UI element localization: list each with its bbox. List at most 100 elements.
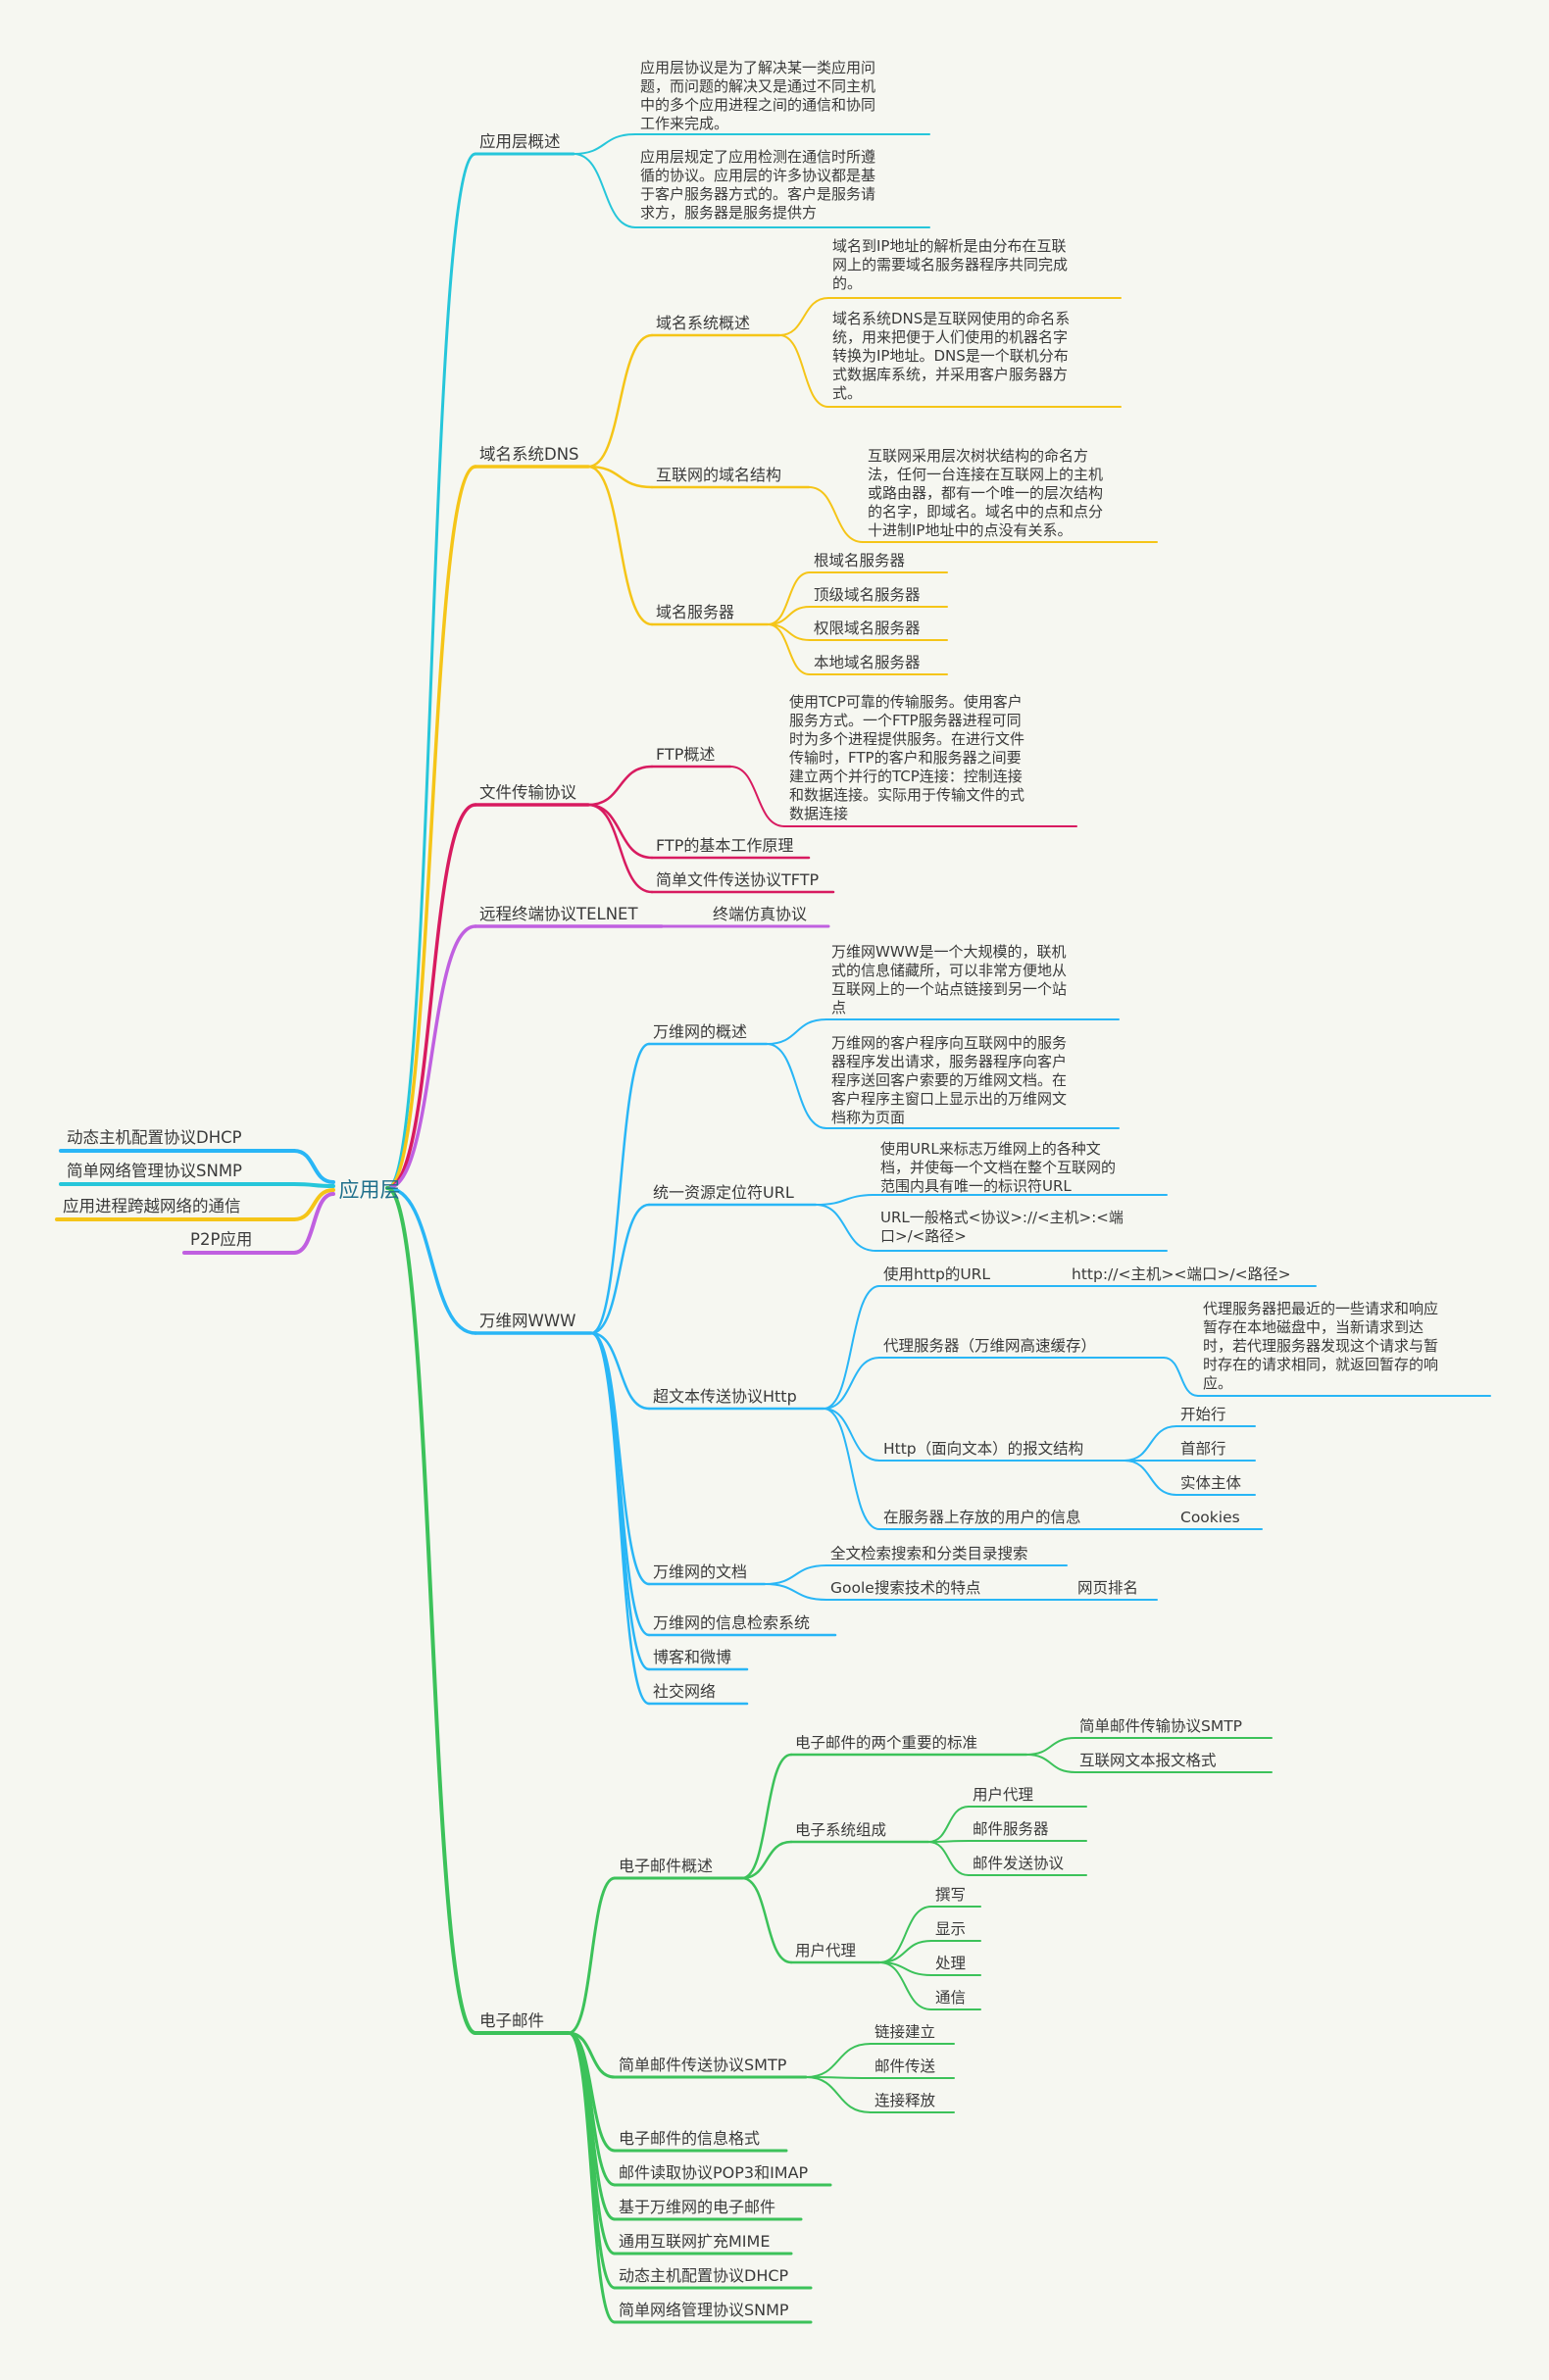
branch-edge bbox=[878, 1906, 932, 1963]
branch-edge bbox=[586, 333, 654, 469]
branch-edge bbox=[764, 1583, 827, 1601]
branch-edge bbox=[740, 1876, 793, 1964]
http-url: 使用http的URL bbox=[883, 1265, 990, 1283]
email-smtp-item-2: 邮件传送 bbox=[874, 2058, 936, 2075]
branch-overview: 应用层概述 bbox=[479, 132, 561, 151]
email-agent-item-2: 显示 bbox=[935, 1920, 966, 1938]
branch-edge bbox=[385, 803, 477, 1190]
branch-edge bbox=[740, 1840, 793, 1880]
dns-structure: 互联网的域名结构 bbox=[656, 466, 781, 484]
branch-edge bbox=[823, 1408, 880, 1462]
email-agent: 用户代理 bbox=[795, 1942, 856, 1959]
dns-server-2: 顶级域名服务器 bbox=[814, 586, 921, 604]
branch-edge bbox=[823, 1285, 880, 1410]
email-other-3: 基于万维网的电子邮件 bbox=[619, 2198, 775, 2216]
telnet-child: 终端仿真协议 bbox=[713, 905, 807, 923]
branch-edge bbox=[878, 1961, 932, 2010]
ftp-overview: FTP概述 bbox=[656, 745, 715, 764]
branch-edge bbox=[729, 766, 785, 827]
ftp-overview-note: 使用TCP可靠的传输服务。使用客户服务方式。一个FTP服务器进程可同时为多个进程… bbox=[789, 693, 1024, 822]
www-blog: 博客和微博 bbox=[653, 1648, 731, 1666]
branch-edge bbox=[766, 1018, 827, 1045]
http-proxy-note: 代理服务器把最近的一些请求和响应暂存在本地磁盘中，当新请求到达时，若代理服务器发… bbox=[1203, 1300, 1438, 1392]
dns-server-3: 权限域名服务器 bbox=[814, 620, 921, 637]
branch-edge bbox=[766, 1043, 827, 1129]
www-url-note-2: URL一般格式<协议>://<主机>:<端口>/<路径> bbox=[880, 1209, 1124, 1245]
branch-edge bbox=[805, 2076, 872, 2113]
overview-note-2: 应用层规定了应用检测在通信时所遵循的协议。应用层的许多协议都是基于客户服务器方式… bbox=[640, 148, 875, 222]
email-smtp-item-1: 链接建立 bbox=[874, 2023, 935, 2041]
branch-edge bbox=[292, 1182, 335, 1188]
www-overview: 万维网的概述 bbox=[653, 1022, 747, 1041]
email-other-1: 电子邮件的信息格式 bbox=[619, 2129, 760, 2148]
branch-edge bbox=[1025, 1737, 1076, 1756]
branch-edge bbox=[292, 1188, 335, 1221]
branch-edge bbox=[815, 1204, 876, 1252]
branch-email: 电子邮件 bbox=[479, 2011, 544, 2030]
dns-overview-note-2: 域名系统DNS是互联网使用的命名系统，用来把便于人们使用的机器名字转换为IP地址… bbox=[832, 310, 1070, 402]
branch-edge bbox=[586, 465, 654, 626]
branch-edge bbox=[567, 1876, 617, 2035]
email-component-3: 邮件发送协议 bbox=[973, 1855, 1065, 1872]
email-agent-item-1: 撰写 bbox=[935, 1886, 966, 1904]
email-overview: 电子邮件概述 bbox=[619, 1857, 713, 1875]
left-branch-3: 应用进程跨越网络的通信 bbox=[63, 1197, 241, 1215]
email-standards: 电子邮件的两个重要的标准 bbox=[795, 1734, 977, 1752]
branch-edge bbox=[1124, 1460, 1177, 1496]
ftp-basic: FTP的基本工作原理 bbox=[656, 836, 793, 855]
www-docs-search: 全文检索搜索和分类目录搜索 bbox=[830, 1545, 1028, 1562]
dns-server-4: 本地域名服务器 bbox=[814, 654, 921, 671]
branch-edge bbox=[927, 1841, 970, 1876]
root-node: 应用层 bbox=[339, 1178, 401, 1202]
http-message-part-3: 实体主体 bbox=[1180, 1474, 1242, 1492]
branch-edge bbox=[567, 2031, 617, 2079]
www-url: 统一资源定位符URL bbox=[653, 1183, 794, 1202]
http-url-value: http://<主机><端口>/<路径> bbox=[1072, 1265, 1291, 1283]
branch-edge bbox=[292, 1149, 335, 1184]
www-overview-note-1: 万维网WWW是一个大规模的，联机式的信息储藏所，可以非常方便地从互联网上的一个站… bbox=[831, 943, 1067, 1016]
left-branch-4: P2P应用 bbox=[190, 1230, 252, 1249]
branch-edge bbox=[573, 153, 636, 228]
email-other-5: 动态主机配置协议DHCP bbox=[619, 2266, 789, 2285]
branch-edge bbox=[823, 1408, 880, 1530]
branch-edge bbox=[1163, 1357, 1199, 1397]
branch-edge bbox=[764, 1564, 827, 1585]
www-url-note-1: 使用URL来标志万维网上的各种文档，并使每一个文档在整个互联网的范围内具有唯一的… bbox=[880, 1140, 1116, 1195]
left-branch-1: 动态主机配置协议DHCP bbox=[67, 1128, 242, 1147]
overview-note-1: 应用层协议是为了解决某一类应用问题，而问题的解决又是通过不同主机中的多个应用进程… bbox=[640, 59, 875, 132]
email-other-4: 通用互联网扩充MIME bbox=[619, 2232, 770, 2251]
email-component-1: 用户代理 bbox=[973, 1786, 1033, 1804]
email-components: 电子系统组成 bbox=[795, 1821, 886, 1839]
www-docs-google: Goole搜索技术的特点 bbox=[830, 1579, 980, 1597]
branch-edge bbox=[927, 1806, 970, 1843]
branch-edge bbox=[292, 1192, 335, 1255]
branch-edge bbox=[586, 803, 654, 894]
branch-edge bbox=[573, 133, 636, 155]
branch-edge bbox=[767, 623, 811, 675]
branch-edge bbox=[589, 1331, 651, 1706]
branch-edge bbox=[385, 1186, 477, 1335]
branch-ftp: 文件传输协议 bbox=[479, 783, 577, 802]
http-stored: 在服务器上存放的用户的信息 bbox=[883, 1509, 1081, 1526]
www-http: 超文本传送协议Http bbox=[653, 1387, 797, 1406]
dns-overview: 域名系统概述 bbox=[656, 314, 750, 332]
dns-servers: 域名服务器 bbox=[656, 603, 734, 621]
branch-edge bbox=[815, 1194, 876, 1206]
branch-edge bbox=[589, 1042, 651, 1335]
branch-edge bbox=[767, 571, 811, 625]
branch-edge bbox=[586, 765, 654, 807]
branch-edge bbox=[927, 1840, 970, 1843]
www-social: 社交网络 bbox=[653, 1682, 716, 1701]
branch-www: 万维网WWW bbox=[479, 1312, 575, 1330]
branch-edge bbox=[589, 1203, 651, 1335]
email-standard-1: 简单邮件传输协议SMTP bbox=[1079, 1717, 1242, 1735]
branch-edge bbox=[385, 1186, 477, 2035]
dns-overview-note-1: 域名到IP地址的解析是由分布在互联网上的需要域名服务器程序共同完成的。 bbox=[832, 237, 1068, 292]
http-message: Http（面向文本）的报文结构 bbox=[883, 1440, 1083, 1458]
branch-edge bbox=[385, 465, 477, 1190]
ftp-tftp: 简单文件传送协议TFTP bbox=[656, 870, 819, 889]
branch-edge bbox=[878, 1940, 932, 1963]
branch-edge bbox=[589, 1331, 651, 1637]
email-other-6: 简单网络管理协议SNMP bbox=[619, 2301, 789, 2319]
